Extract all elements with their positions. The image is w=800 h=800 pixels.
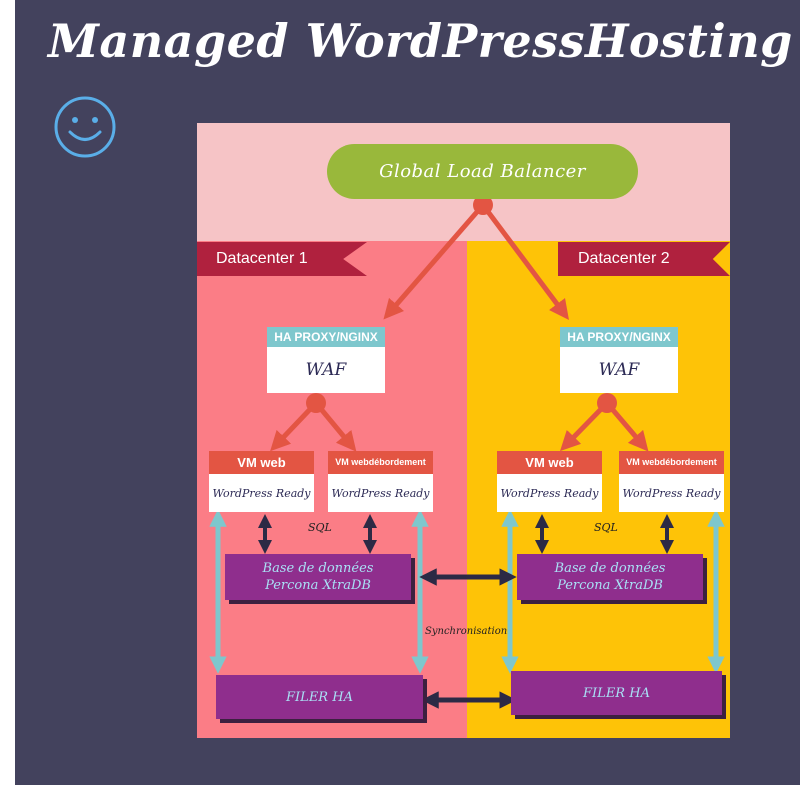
page-title: Managed WordPressHosting	[48, 14, 793, 68]
sql-arrows-dc1	[258, 514, 377, 554]
dc2-database-node: Base de données Percona XtraDB	[517, 554, 703, 600]
sync-arrows	[419, 568, 517, 709]
dc1-database-line1: Base de données	[262, 561, 374, 576]
dc2-vm-web-header: VM web	[497, 451, 602, 474]
datacenter-1-label: Datacenter 1	[197, 242, 367, 276]
dc2-vm-overflow-body: WordPress Ready	[619, 474, 724, 512]
smiley-face-icon	[54, 96, 116, 158]
dc2-database-line1: Base de données	[554, 561, 666, 576]
sql-arrows-dc2	[535, 514, 674, 554]
file-arrows-dc1	[209, 509, 429, 674]
dc1-proxy-node: HA PROXY/NGINX WAF	[267, 327, 385, 393]
dc1-vm-overflow-header-line2: débordement	[368, 457, 426, 467]
dc2-vm-web-body: WordPress Ready	[497, 474, 602, 512]
dc2-vm-overflow-header: VM web débordement	[619, 451, 724, 474]
datacenter-2-label: Datacenter 2	[558, 242, 730, 276]
dc1-database-node: Base de données Percona XtraDB	[225, 554, 411, 600]
lb-to-proxy-arrows	[383, 195, 569, 321]
proxy1-to-vm-arrows	[270, 393, 357, 452]
dc1-vm-overflow-node: VM web débordement WordPress Ready	[328, 451, 433, 512]
dc2-database-line2: Percona XtraDB	[557, 578, 663, 593]
dc1-vm-web-header: VM web	[209, 451, 314, 474]
dc1-proxy-waf: WAF	[267, 347, 385, 393]
dc2-filer-node: FILER HA	[511, 671, 722, 715]
dc1-vm-web-node: VM web WordPress Ready	[209, 451, 314, 512]
dc1-filer-node: FILER HA	[216, 675, 423, 719]
dc2-vm-web-node: VM web WordPress Ready	[497, 451, 602, 512]
dc1-vm-overflow-header-line1: VM web	[335, 457, 369, 467]
dc1-proxy-header: HA PROXY/NGINX	[267, 327, 385, 347]
dc2-proxy-waf: WAF	[560, 347, 678, 393]
dc1-database-line2: Percona XtraDB	[265, 578, 371, 593]
dc1-vm-overflow-body: WordPress Ready	[328, 474, 433, 512]
global-load-balancer: Global Load Balancer	[327, 144, 638, 199]
dc1-sql-label: SQL	[308, 521, 332, 534]
dc2-vm-overflow-node: VM web débordement WordPress Ready	[619, 451, 724, 512]
dc2-proxy-node: HA PROXY/NGINX WAF	[560, 327, 678, 393]
dc1-vm-overflow-header: VM web débordement	[328, 451, 433, 474]
dc1-vm-web-body: WordPress Ready	[209, 474, 314, 512]
dc2-proxy-header: HA PROXY/NGINX	[560, 327, 678, 347]
sync-label: Synchronisation	[425, 626, 508, 637]
proxy2-to-vm-arrows	[560, 393, 649, 452]
dc2-sql-label: SQL	[594, 521, 618, 534]
file-arrows-dc2	[501, 509, 725, 674]
dc2-vm-overflow-header-line1: VM web	[626, 457, 660, 467]
dc2-vm-overflow-header-line2: débordement	[659, 457, 717, 467]
